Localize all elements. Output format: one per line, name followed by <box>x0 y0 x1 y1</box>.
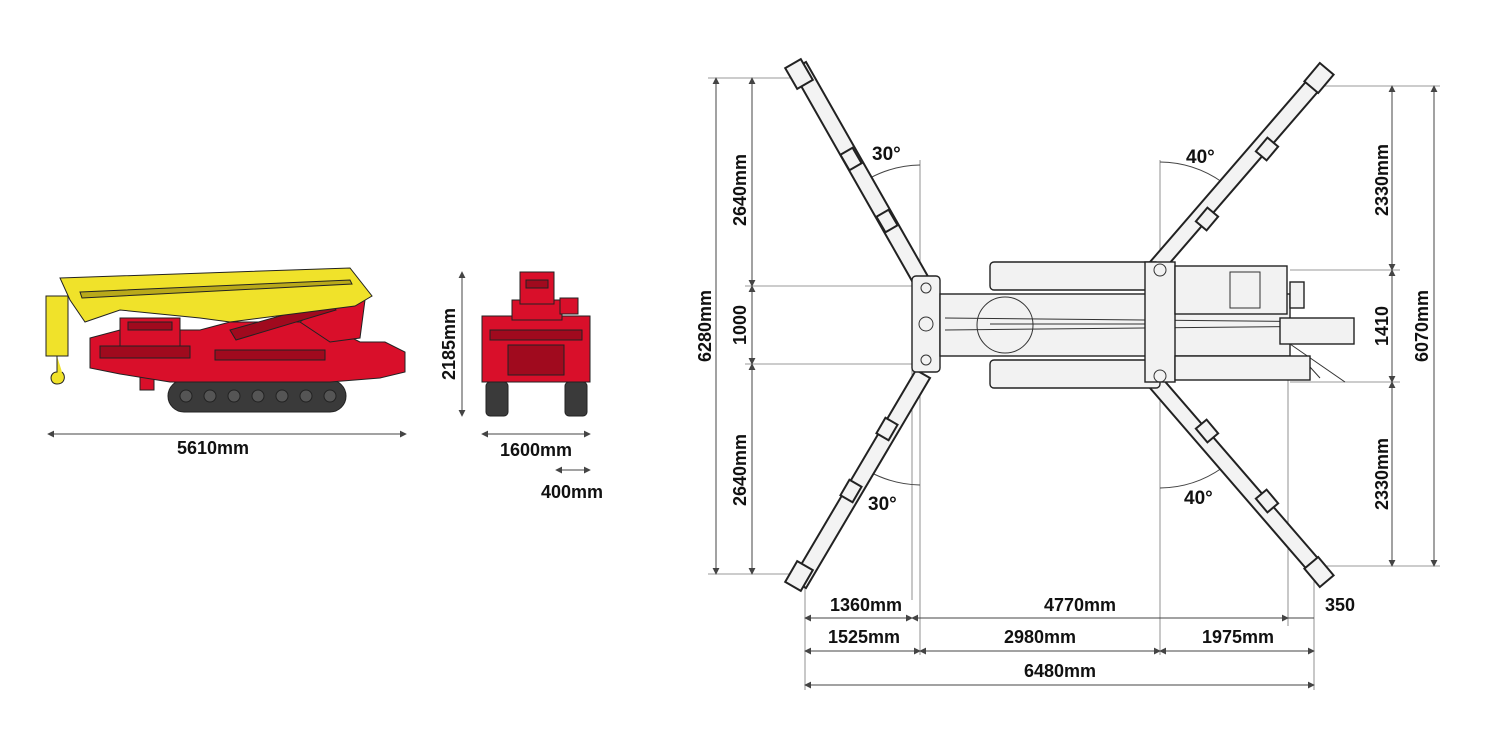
front-view: 2185mm 1600mm 400mm <box>439 271 603 502</box>
angle-label-upper-right: 40° <box>1186 147 1215 168</box>
outrigger-upper-left <box>783 57 932 290</box>
left-middle-label: 1000 <box>730 305 750 345</box>
left-lower-label: 2640mm <box>730 434 750 506</box>
crane-front-illustration <box>481 271 591 417</box>
left-upper-label: 2640mm <box>730 154 750 226</box>
crane-side-illustration <box>45 267 406 413</box>
angle-label-upper-left: 30° <box>872 144 901 165</box>
front-offset-label: 400mm <box>541 482 603 502</box>
right-upper-label: 2330mm <box>1372 144 1392 216</box>
left-total-label: 6280mm <box>695 290 715 362</box>
crane-top-body <box>911 261 1355 389</box>
angle-label-lower-left: 30° <box>868 494 897 515</box>
front-width-label: 1600mm <box>500 440 572 460</box>
outrigger-upper-right <box>1148 61 1336 274</box>
angle-arc-lower-left <box>869 471 921 486</box>
right-total-label: 6070mm <box>1412 290 1432 362</box>
bottom-total-label: 6480mm <box>1024 661 1096 681</box>
angle-label-lower-right: 40° <box>1184 488 1213 509</box>
bottom-row2-left-label: 1525mm <box>828 627 900 647</box>
bottom-row2-mid-label: 2980mm <box>1004 627 1076 647</box>
right-lower-label: 2330mm <box>1372 438 1392 510</box>
angle-arc-upper-left <box>869 164 921 179</box>
right-middle-label: 1410 <box>1372 306 1392 346</box>
front-height-label: 2185mm <box>439 308 459 380</box>
angle-arc-upper-right <box>1159 161 1223 183</box>
outrigger-lower-left <box>783 368 932 593</box>
bottom-row2-right-label: 1975mm <box>1202 627 1274 647</box>
outrigger-lower-right <box>1148 376 1336 589</box>
side-length-label: 5610mm <box>177 438 249 458</box>
angle-arc-lower-right <box>1159 467 1223 489</box>
bottom-row1-left-label: 1360mm <box>830 595 902 615</box>
bottom-row1-mid-label: 4770mm <box>1044 595 1116 615</box>
side-view: 5610mm <box>45 267 407 458</box>
bottom-row1-right-label: 350 <box>1325 595 1355 615</box>
top-view: 30° 30° 40° 40° 6280mm 2640mm 1000 2640m… <box>695 57 1440 690</box>
